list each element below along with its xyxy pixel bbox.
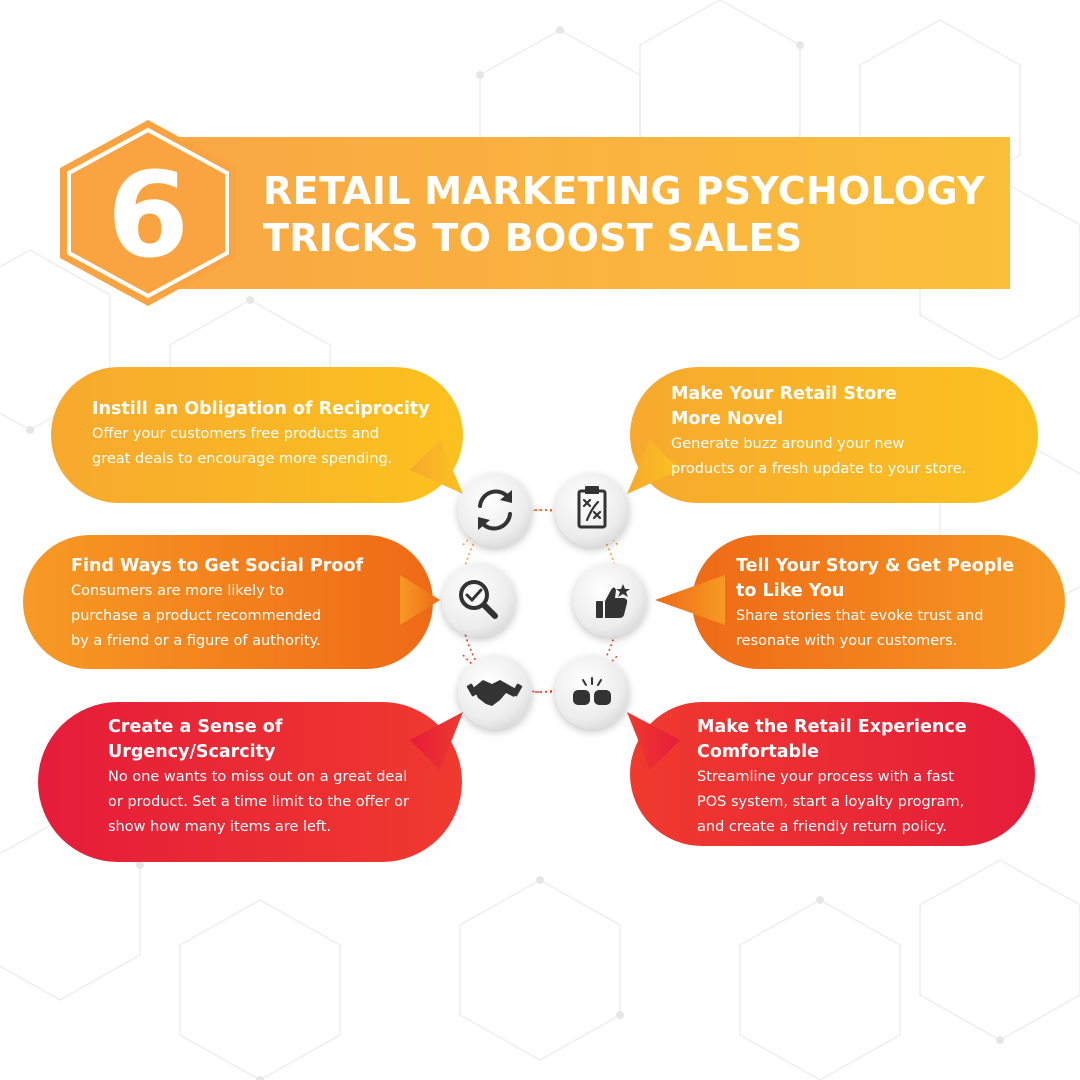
header-number: 6 (107, 146, 189, 284)
title-line-1: RETAIL MARKETING PSYCHOLOGY (263, 169, 985, 213)
handshake-icon (466, 680, 523, 706)
bubble-novel (627, 367, 1038, 503)
tip-social-proof: Find Ways to Get Social Proof Consumers … (71, 554, 411, 654)
tip-desc: No one wants to miss out on a great deal… (108, 769, 409, 835)
tip-desc: Share stories that evoke trust and reson… (736, 608, 984, 649)
icon-circle-social-proof (442, 563, 516, 637)
tip-title: Find Ways to Get Social Proof (71, 556, 364, 576)
tip-reciprocity: Instill an Obligation of Reciprocity Off… (92, 397, 452, 472)
tip-title: Make Your Retail Store More Novel (671, 384, 897, 429)
tip-desc: Offer your customers free products and g… (92, 426, 393, 467)
fist-bump-icon (573, 677, 611, 705)
tip-title: Make the Retail Experience Comfortable (697, 717, 967, 762)
page-title: RETAIL MARKETING PSYCHOLOGY TRICKS TO BO… (263, 168, 1003, 262)
tip-comfortable: Make the Retail Experience Comfortable S… (697, 715, 1017, 840)
bubble-urgency (38, 702, 463, 862)
strategy-clipboard-icon (577, 486, 607, 529)
title-line-2: TRICKS TO BOOST SALES (263, 216, 803, 260)
tip-novel: Make Your Retail Store More Novel Genera… (671, 382, 1021, 482)
magnifier-check-icon (459, 580, 498, 619)
icon-circle-urgency (458, 655, 532, 729)
tip-desc: Generate buzz around your new products o… (671, 436, 967, 477)
bubble-comfortable (627, 702, 1035, 846)
tip-title: Create a Sense of Urgency/Scarcity (108, 717, 283, 762)
tip-urgency: Create a Sense of Urgency/Scarcity No on… (108, 715, 453, 840)
bubble-social-proof (23, 535, 440, 669)
refresh-arrows-icon (478, 489, 512, 531)
tip-story: Tell Your Story & Get People to Like You… (736, 554, 1056, 654)
title-banner (150, 137, 1010, 289)
icon-circle-comfortable (555, 655, 629, 729)
icon-circle-story (573, 563, 647, 637)
tip-desc: Consumers are more likely to purchase a … (71, 583, 322, 649)
thumbs-up-star-icon (596, 584, 630, 618)
tip-title: Tell Your Story & Get People to Like You (736, 556, 1015, 601)
icon-circle-novel (555, 473, 629, 547)
bubble-reciprocity (51, 367, 463, 503)
bubble-story (655, 535, 1065, 669)
icon-circle-reciprocity (458, 473, 532, 547)
tip-desc: Streamline your process with a fast POS … (697, 769, 965, 835)
tip-title: Instill an Obligation of Reciprocity (92, 399, 430, 419)
number-hexagon: 6 (60, 120, 236, 306)
